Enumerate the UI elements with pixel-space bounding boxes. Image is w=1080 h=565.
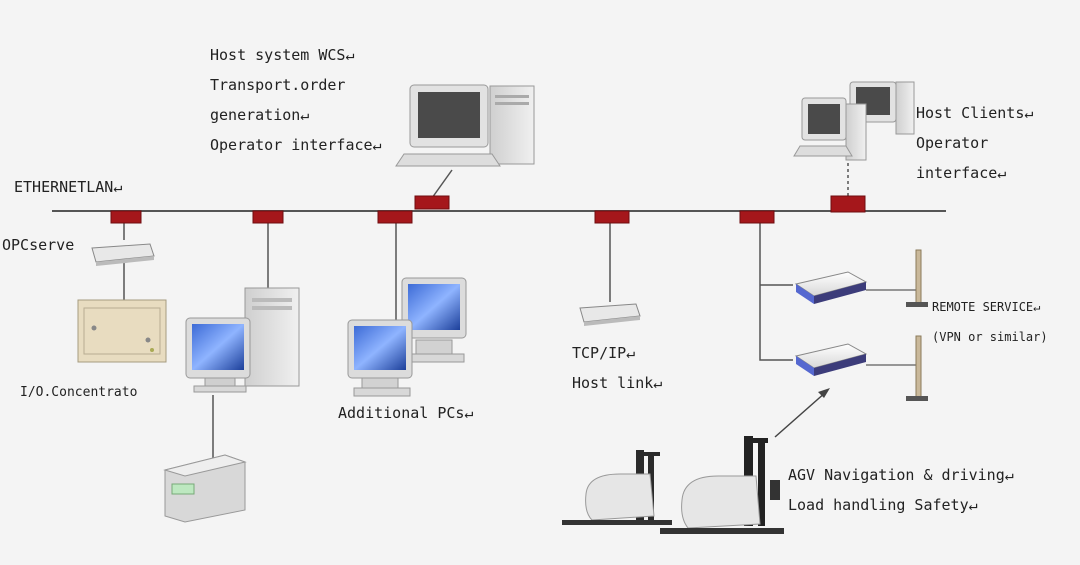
agv-forklift-icon	[660, 436, 784, 534]
antenna-icon	[906, 335, 928, 401]
opc-server-label: OPCserve	[2, 236, 75, 254]
router-icon	[579, 303, 641, 326]
desktop-computer-icon	[401, 277, 467, 363]
router-icon	[91, 243, 155, 266]
remote-service-label: REMOTE SERVICE↵ (VPN or similar)	[932, 300, 1048, 344]
agv-forklift-icon	[562, 450, 672, 525]
host-wcs-label: Host system WCS↵ Transport.order generat…	[210, 46, 382, 154]
antenna-icon	[906, 249, 928, 307]
bus-node	[252, 210, 284, 224]
ethernet-lan-label: ETHERNETLAN↵	[14, 178, 123, 196]
vpn-modem-icon	[794, 271, 868, 304]
ups-icon	[163, 454, 247, 523]
desktop-computer-icon	[347, 319, 413, 397]
host-clients-label: Host Clients↵ Operator interface↵	[916, 104, 1034, 182]
connection-lines	[123, 163, 918, 458]
additional-pcs-label: Additional PCs↵	[338, 404, 474, 422]
bus-node	[414, 195, 450, 210]
desktop-computer-icon	[395, 84, 535, 167]
network-nodes	[110, 195, 866, 224]
bus-node	[377, 210, 413, 224]
bus-node	[830, 195, 866, 213]
bus-node	[739, 210, 775, 224]
tcpip-host-link-label: TCP/IP↵ Host link↵	[572, 344, 663, 392]
desktop-computer-icon	[185, 287, 300, 393]
io-concentrator-label: I/O.Concentrato	[20, 385, 138, 400]
vpn-modem-icon	[794, 343, 868, 376]
bus-node	[110, 210, 142, 224]
agv-label: AGV Navigation & driving↵ Load handling …	[788, 466, 1014, 514]
desktop-computer-icon	[793, 81, 915, 161]
bus-node	[594, 210, 630, 224]
io-concentrator-box-icon	[77, 299, 167, 363]
agv-link-arrow	[774, 388, 830, 438]
